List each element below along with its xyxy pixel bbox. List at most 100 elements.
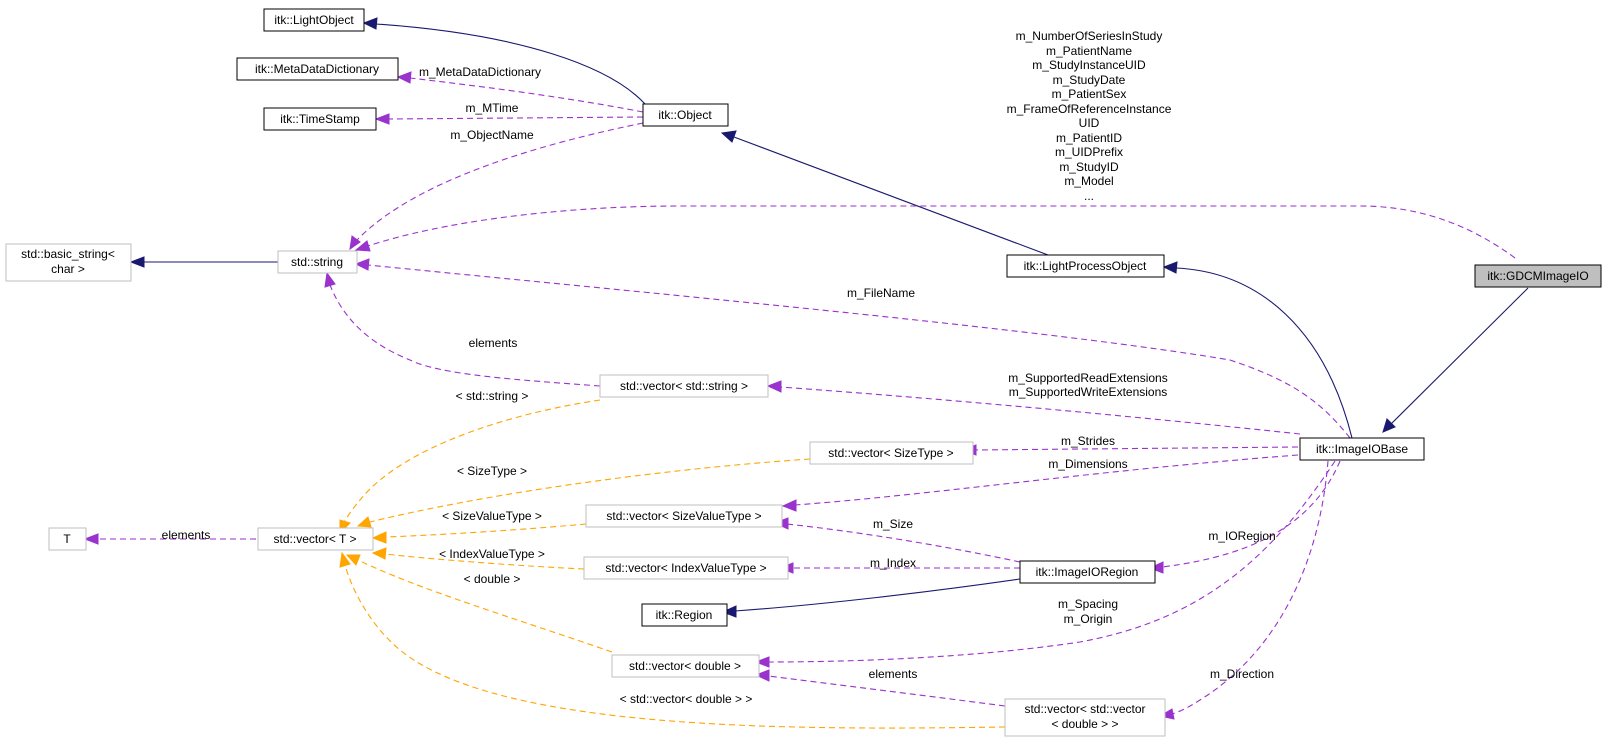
edge-spacing-origin[interactable] — [754, 460, 1336, 668]
svg-text:std::vector< std::string >: std::vector< std::string > — [620, 379, 748, 393]
label-m-mtime: m_MTime — [466, 101, 519, 115]
node-std-vector-T: std::vector< T > — [257, 527, 374, 551]
label-tmpl-sizetype: < SizeType > — [457, 464, 527, 478]
label-gdcm-member-3: m_StudyDate — [1053, 73, 1126, 87]
label-m-spacing: m_Spacing — [1058, 597, 1118, 611]
node-itk-lightobject[interactable]: itk::LightObject — [263, 8, 365, 32]
label-m-direction: m_Direction — [1210, 667, 1274, 681]
svg-text:itk::MetaDataDictionary: itk::MetaDataDictionary — [255, 62, 379, 76]
node-itk-imageiobase[interactable]: itk::ImageIOBase — [1299, 437, 1425, 461]
svg-text:itk::ImageIOBase: itk::ImageIOBase — [1316, 442, 1408, 456]
label-supported-read-extensions: m_SupportedReadExtensions — [1008, 371, 1167, 385]
label-gdcm-member-1: m_PatientName — [1046, 44, 1132, 58]
svg-text:std::vector< SizeValueType >: std::vector< SizeValueType > — [606, 509, 761, 523]
label-elements-double: elements — [869, 667, 918, 681]
svg-text:std::vector< std::vector: std::vector< std::vector — [1024, 702, 1145, 716]
node-std-vector-sizevaluetype: std::vector< SizeValueType > — [585, 504, 783, 528]
label-gdcm-member-5: m_FrameOfReferenceInstance — [1007, 102, 1172, 116]
label-m-index: m_Index — [870, 556, 916, 570]
edge-tmpl-vector-double — [339, 551, 1006, 729]
edge-lightprocessobject-inherits-object — [720, 130, 1049, 256]
svg-text:itk::LightObject: itk::LightObject — [274, 13, 354, 27]
node-std-vector-vector-double: std::vector< std::vector < double > > — [1004, 698, 1166, 737]
label-tmpl-sizevaluetype: < SizeValueType > — [442, 509, 542, 523]
node-itk-region[interactable]: itk::Region — [641, 603, 728, 627]
label-supported-write-extensions: m_SupportedWriteExtensions — [1009, 385, 1168, 399]
node-template-T: T — [48, 527, 87, 551]
edge-gdcmimageio-inherits-imageiobase — [1382, 287, 1529, 433]
edge-imageioregion-inherits-region — [721, 578, 1021, 618]
label-m-ioregion: m_IORegion — [1208, 529, 1275, 543]
node-std-basic-string: std::basic_string< char > — [5, 243, 132, 282]
edge-vector-string-elements[interactable] — [324, 271, 601, 387]
label-m-metadatadictionary: m_MetaDataDictionary — [419, 65, 541, 79]
label-tmpl-std-string: < std::string > — [456, 389, 529, 403]
node-std-vector-indexvaluetype: std::vector< IndexValueType > — [583, 556, 789, 580]
svg-text:itk::ImageIORegion: itk::ImageIORegion — [1036, 565, 1139, 579]
label-gdcm-member-0: m_NumberOfSeriesInStudy — [1016, 29, 1163, 43]
edge-m-strides[interactable] — [961, 444, 1299, 456]
label-tmpl-vector-double: < std::vector< double > > — [620, 692, 753, 706]
edge-vector-vector-double-elements[interactable] — [754, 669, 1006, 707]
svg-text:std::vector< T >: std::vector< T > — [274, 532, 357, 546]
label-m-filename: m_FileName — [847, 286, 915, 300]
svg-text:std::vector< double >: std::vector< double > — [629, 659, 741, 673]
label-gdcm-member-6: UID — [1079, 116, 1100, 130]
node-itk-timestamp[interactable]: itk::TimeStamp — [263, 107, 377, 131]
edge-string-inherits-basicstring — [129, 256, 278, 268]
label-m-origin: m_Origin — [1064, 612, 1113, 626]
edge-m-dimensions[interactable] — [781, 454, 1299, 512]
edge-imageiobase-inherits-lightprocessobject — [1162, 261, 1353, 439]
svg-text:char >: char > — [51, 262, 85, 276]
node-itk-gdcmimageio[interactable]: itk::GDCMImageIO — [1474, 264, 1602, 288]
label-m-dimensions: m_Dimensions — [1048, 457, 1127, 471]
node-std-string: std::string — [277, 250, 358, 274]
label-gdcm-member-8: m_UIDPrefix — [1055, 145, 1123, 159]
svg-text:T: T — [63, 532, 71, 546]
node-std-vector-string: std::vector< std::string > — [599, 374, 769, 398]
label-gdcm-member-2: m_StudyInstanceUID — [1032, 58, 1146, 72]
svg-text:itk::LightProcessObject: itk::LightProcessObject — [1024, 259, 1147, 273]
label-elements-string: elements — [469, 336, 518, 350]
edge-tmpl-sizevaluetype — [371, 523, 587, 544]
node-std-vector-sizetype: std::vector< SizeType > — [809, 441, 974, 465]
edge-m-mtime[interactable] — [374, 113, 644, 125]
svg-text:std::basic_string<: std::basic_string< — [21, 247, 115, 261]
label-elements-T: elements — [162, 528, 211, 542]
label-tmpl-double: < double > — [464, 572, 521, 586]
node-itk-object[interactable]: itk::Object — [642, 103, 729, 127]
edge-m-objectname[interactable] — [349, 122, 644, 251]
edge-supported-extensions[interactable] — [766, 380, 1301, 435]
edge-tmpl-indexvaluetype — [371, 547, 585, 570]
label-m-objectname: m_ObjectName — [450, 128, 534, 142]
edge-m-filename[interactable] — [354, 258, 1351, 439]
node-itk-imageioregion[interactable]: itk::ImageIORegion — [1019, 560, 1156, 584]
svg-text:itk::GDCMImageIO: itk::GDCMImageIO — [1487, 269, 1588, 283]
svg-text:std::string: std::string — [291, 255, 343, 269]
label-m-strides: m_Strides — [1061, 434, 1115, 448]
edge-object-inherits-lightobject — [362, 17, 646, 105]
label-gdcm-member-4: m_PatientSex — [1052, 87, 1127, 101]
node-itk-lightprocessobject[interactable]: itk::LightProcessObject — [1006, 254, 1165, 278]
svg-text:std::vector< IndexValueType >: std::vector< IndexValueType > — [605, 561, 766, 575]
node-itk-metadatadictionary[interactable]: itk::MetaDataDictionary — [236, 57, 399, 81]
svg-text:std::vector< SizeType >: std::vector< SizeType > — [828, 446, 953, 460]
svg-text:itk::Object: itk::Object — [658, 108, 712, 122]
edge-m-metadatadictionary[interactable] — [396, 71, 644, 113]
label-gdcm-member-9: m_StudyID — [1059, 160, 1119, 174]
edge-tmpl-double — [345, 554, 613, 653]
edge-gdcm-string-members[interactable] — [354, 205, 1516, 259]
label-tmpl-indexvaluetype: < IndexValueType > — [439, 547, 545, 561]
edge-tmpl-sizetype — [356, 458, 811, 528]
svg-text:itk::Region: itk::Region — [656, 608, 713, 622]
edge-m-ioregion[interactable] — [1148, 460, 1341, 574]
svg-text:itk::TimeStamp: itk::TimeStamp — [280, 112, 360, 126]
node-std-vector-double: std::vector< double > — [611, 654, 760, 678]
label-gdcm-member-7: m_PatientID — [1056, 131, 1122, 145]
edge-vector-T-elements[interactable] — [83, 533, 256, 545]
label-gdcm-member-10: m_Model — [1064, 174, 1113, 188]
svg-text:< double > >: < double > > — [1051, 717, 1118, 731]
label-gdcm-member-11: ... — [1084, 189, 1094, 203]
label-m-size: m_Size — [873, 517, 913, 531]
